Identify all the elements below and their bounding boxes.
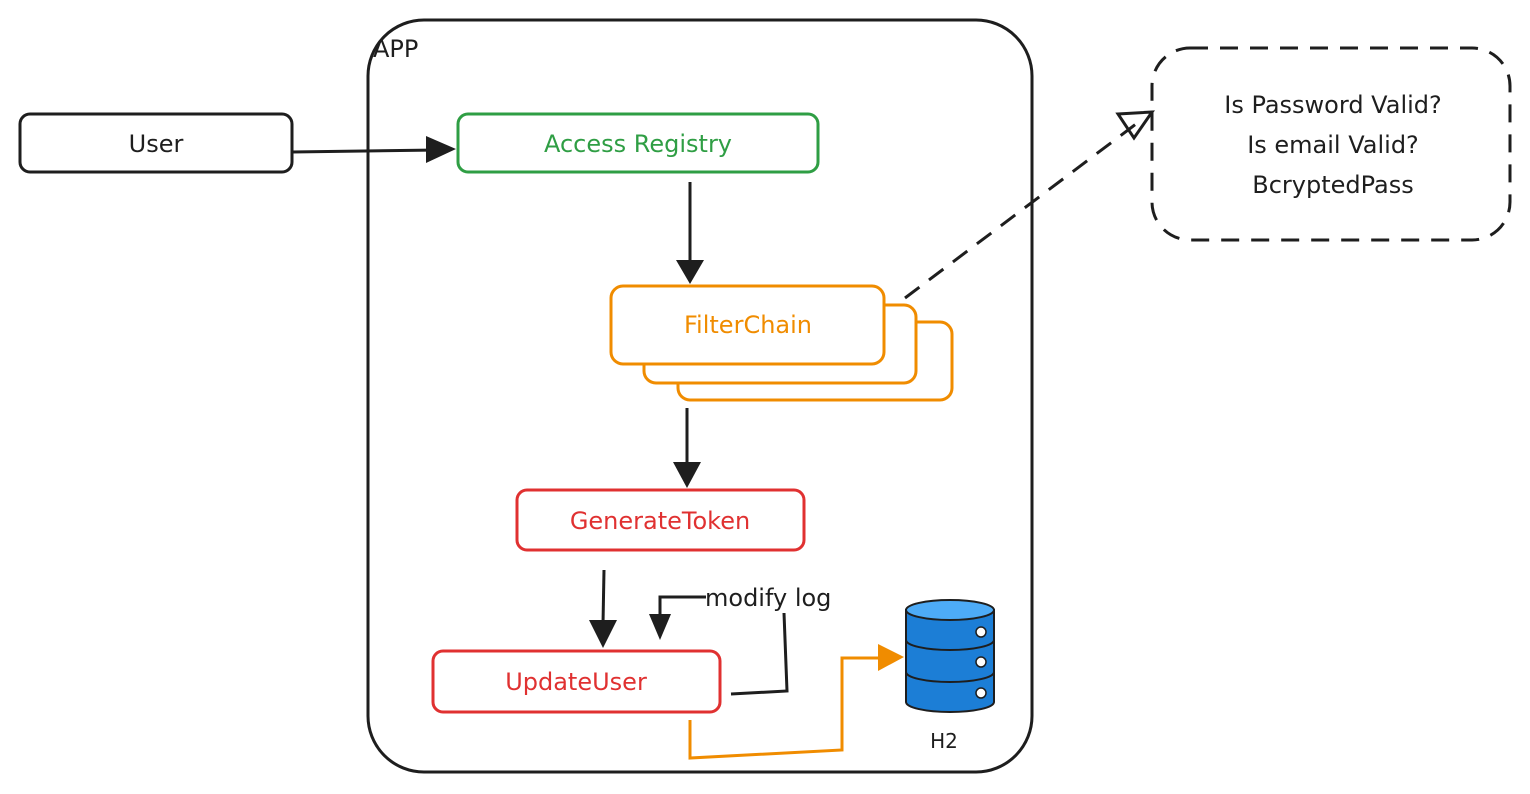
generate-token-label: GenerateToken bbox=[570, 507, 750, 535]
edge-filter-chain-to-note bbox=[904, 110, 1155, 300]
update-user-node[interactable]: UpdateUser bbox=[431, 649, 722, 714]
database-label: H2 bbox=[930, 729, 958, 753]
filter-chain-label: FilterChain bbox=[684, 311, 812, 339]
filter-chain-node[interactable]: FilterChain bbox=[609, 284, 954, 402]
access-registry-node[interactable]: Access Registry bbox=[456, 112, 820, 174]
note-line-2: Is email Valid? bbox=[1247, 131, 1419, 159]
user-node[interactable]: User bbox=[18, 112, 294, 174]
edge-user-to-access-registry bbox=[291, 136, 456, 163]
validation-note[interactable]: Is Password Valid? Is email Valid? Bcryp… bbox=[1150, 46, 1512, 242]
edge-generate-token-to-update-user bbox=[589, 569, 617, 648]
note-line-1: Is Password Valid? bbox=[1224, 91, 1442, 119]
access-registry-label: Access Registry bbox=[544, 130, 732, 158]
filter-chain-stack-front bbox=[609, 284, 886, 366]
generate-token-node[interactable]: GenerateToken bbox=[515, 488, 806, 552]
app-label: APP bbox=[373, 35, 418, 63]
edge-access-registry-to-filter-chain bbox=[676, 182, 704, 284]
note-line-3: BcryptedPass bbox=[1252, 171, 1413, 199]
user-label: User bbox=[129, 130, 184, 158]
database-icon[interactable]: H2 bbox=[905, 599, 995, 753]
edge-modify-log-loop: modify log bbox=[649, 584, 831, 696]
update-user-label: UpdateUser bbox=[505, 668, 647, 696]
app-container: APP bbox=[366, 18, 1034, 774]
modify-log-label: modify log bbox=[705, 584, 831, 612]
edge-filter-chain-to-generate-token bbox=[673, 408, 701, 488]
edge-update-user-to-database bbox=[688, 644, 904, 760]
